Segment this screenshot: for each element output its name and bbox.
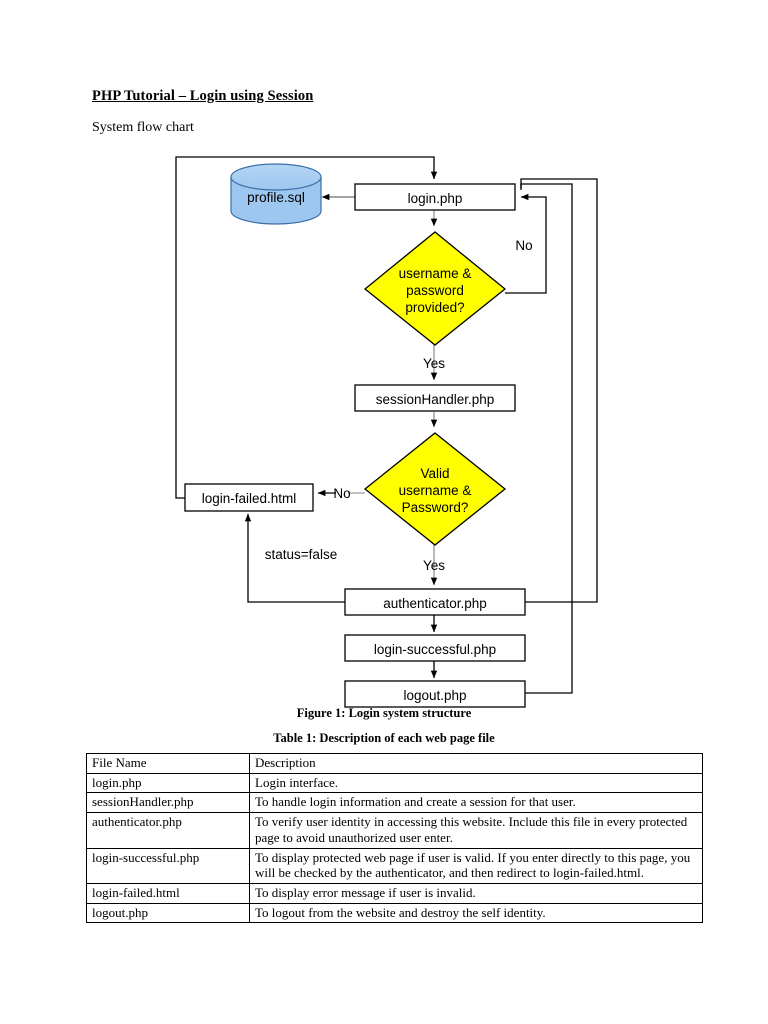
cell-description: To verify user identity in accessing thi… bbox=[249, 812, 703, 849]
edge-logout-to-login bbox=[520, 183, 573, 694]
cell-description: To logout from the website and destroy t… bbox=[249, 902, 703, 924]
table-row: logout.php To logout from the website an… bbox=[86, 902, 703, 924]
process-box bbox=[344, 588, 526, 616]
login-failed-label: login-failed.html bbox=[202, 491, 297, 506]
decision1-line1: username & bbox=[399, 266, 472, 281]
process-box bbox=[184, 483, 314, 512]
table-row: login-failed.html To display error messa… bbox=[86, 883, 703, 904]
header-description: Description bbox=[249, 753, 703, 774]
decision2-line3: Password? bbox=[402, 500, 469, 515]
login-successful-label: login-successful.php bbox=[374, 642, 496, 657]
cell-file-name: authenticator.php bbox=[86, 812, 250, 849]
table-row: sessionHandler.php To handle login infor… bbox=[86, 792, 703, 814]
decision2-line2: username & bbox=[399, 483, 472, 498]
table-header-row: File Name Description bbox=[86, 753, 703, 774]
node-logout-php[interactable]: logout.php bbox=[344, 680, 526, 708]
table-caption: Table 1: Description of each web page fi… bbox=[273, 731, 495, 745]
cylinder-top bbox=[230, 163, 322, 191]
process-box bbox=[354, 384, 516, 412]
table-body: File Name Description login.php Login in… bbox=[86, 753, 703, 924]
node-sessionhandler-php[interactable]: sessionHandler.php bbox=[354, 384, 516, 412]
edge-authenticator-to-loginfailed bbox=[244, 513, 345, 603]
node-decision-credentials-valid[interactable]: Valid username & Password? bbox=[363, 432, 507, 546]
process-box bbox=[354, 183, 516, 211]
page-title: PHP Tutorial – Login using Session bbox=[92, 88, 314, 104]
node-login-php[interactable]: login.php bbox=[354, 183, 516, 211]
sessionhandler-label: sessionHandler.php bbox=[376, 392, 495, 407]
header-file-name: File Name bbox=[86, 753, 250, 774]
cell-description: To display error message if user is inva… bbox=[249, 883, 703, 904]
table-row: login.php Login interface. bbox=[86, 772, 703, 794]
login-php-label: login.php bbox=[408, 191, 463, 206]
database-label: profile.sql bbox=[247, 190, 305, 205]
logout-label: logout.php bbox=[403, 688, 466, 703]
node-authenticator-php[interactable]: authenticator.php bbox=[344, 588, 526, 616]
decision2-line1: Valid bbox=[420, 466, 449, 481]
edge-label-no-provided: No bbox=[515, 238, 532, 253]
section-subtitle: System flow chart bbox=[92, 120, 194, 135]
decision1-line3: provided? bbox=[405, 300, 464, 315]
edge-label-status-false: status=false bbox=[265, 547, 337, 562]
edge-label-yes-valid: Yes bbox=[423, 558, 445, 573]
file-description-table: File Name Description login.php Login in… bbox=[86, 753, 703, 924]
node-decision-credentials-provided[interactable]: username & password provided? bbox=[363, 231, 507, 346]
edge-label-yes-provided: Yes bbox=[423, 356, 445, 371]
cell-description: To display protected web page if user is… bbox=[249, 847, 703, 885]
flowchart-connectors bbox=[175, 156, 598, 694]
flowchart-figure: profile.sql login.php username & passwor… bbox=[0, 140, 768, 720]
table-row: login-successful.php To display protecte… bbox=[86, 847, 703, 885]
decision-diamond bbox=[363, 432, 507, 546]
authenticator-label: authenticator.php bbox=[383, 596, 487, 611]
cell-description: Login interface. bbox=[249, 772, 703, 794]
decision-diamond bbox=[363, 231, 507, 346]
cell-file-name: logout.php bbox=[86, 902, 250, 924]
process-box bbox=[344, 634, 526, 662]
decision1-line2: password bbox=[406, 283, 464, 298]
edge-loginfailed-to-login bbox=[175, 156, 438, 499]
edge-authenticator-to-login bbox=[520, 178, 598, 603]
figure-caption: Figure 1: Login system structure bbox=[296, 706, 472, 720]
node-login-failed-html[interactable]: login-failed.html bbox=[184, 483, 314, 512]
node-database-profile-sql[interactable]: profile.sql bbox=[230, 163, 322, 225]
edge-decision1-no-to-login bbox=[505, 193, 547, 294]
cell-file-name: sessionHandler.php bbox=[86, 792, 250, 814]
cell-file-name: login-failed.html bbox=[86, 883, 250, 904]
node-login-successful-php[interactable]: login-successful.php bbox=[344, 634, 526, 662]
cell-file-name: login.php bbox=[86, 772, 250, 794]
process-box bbox=[344, 680, 526, 708]
cell-description: To handle login information and create a… bbox=[249, 792, 703, 814]
table-row: authenticator.php To verify user identit… bbox=[86, 812, 703, 849]
cell-file-name: login-successful.php bbox=[86, 847, 250, 885]
edge-label-no-valid: No bbox=[333, 486, 350, 501]
